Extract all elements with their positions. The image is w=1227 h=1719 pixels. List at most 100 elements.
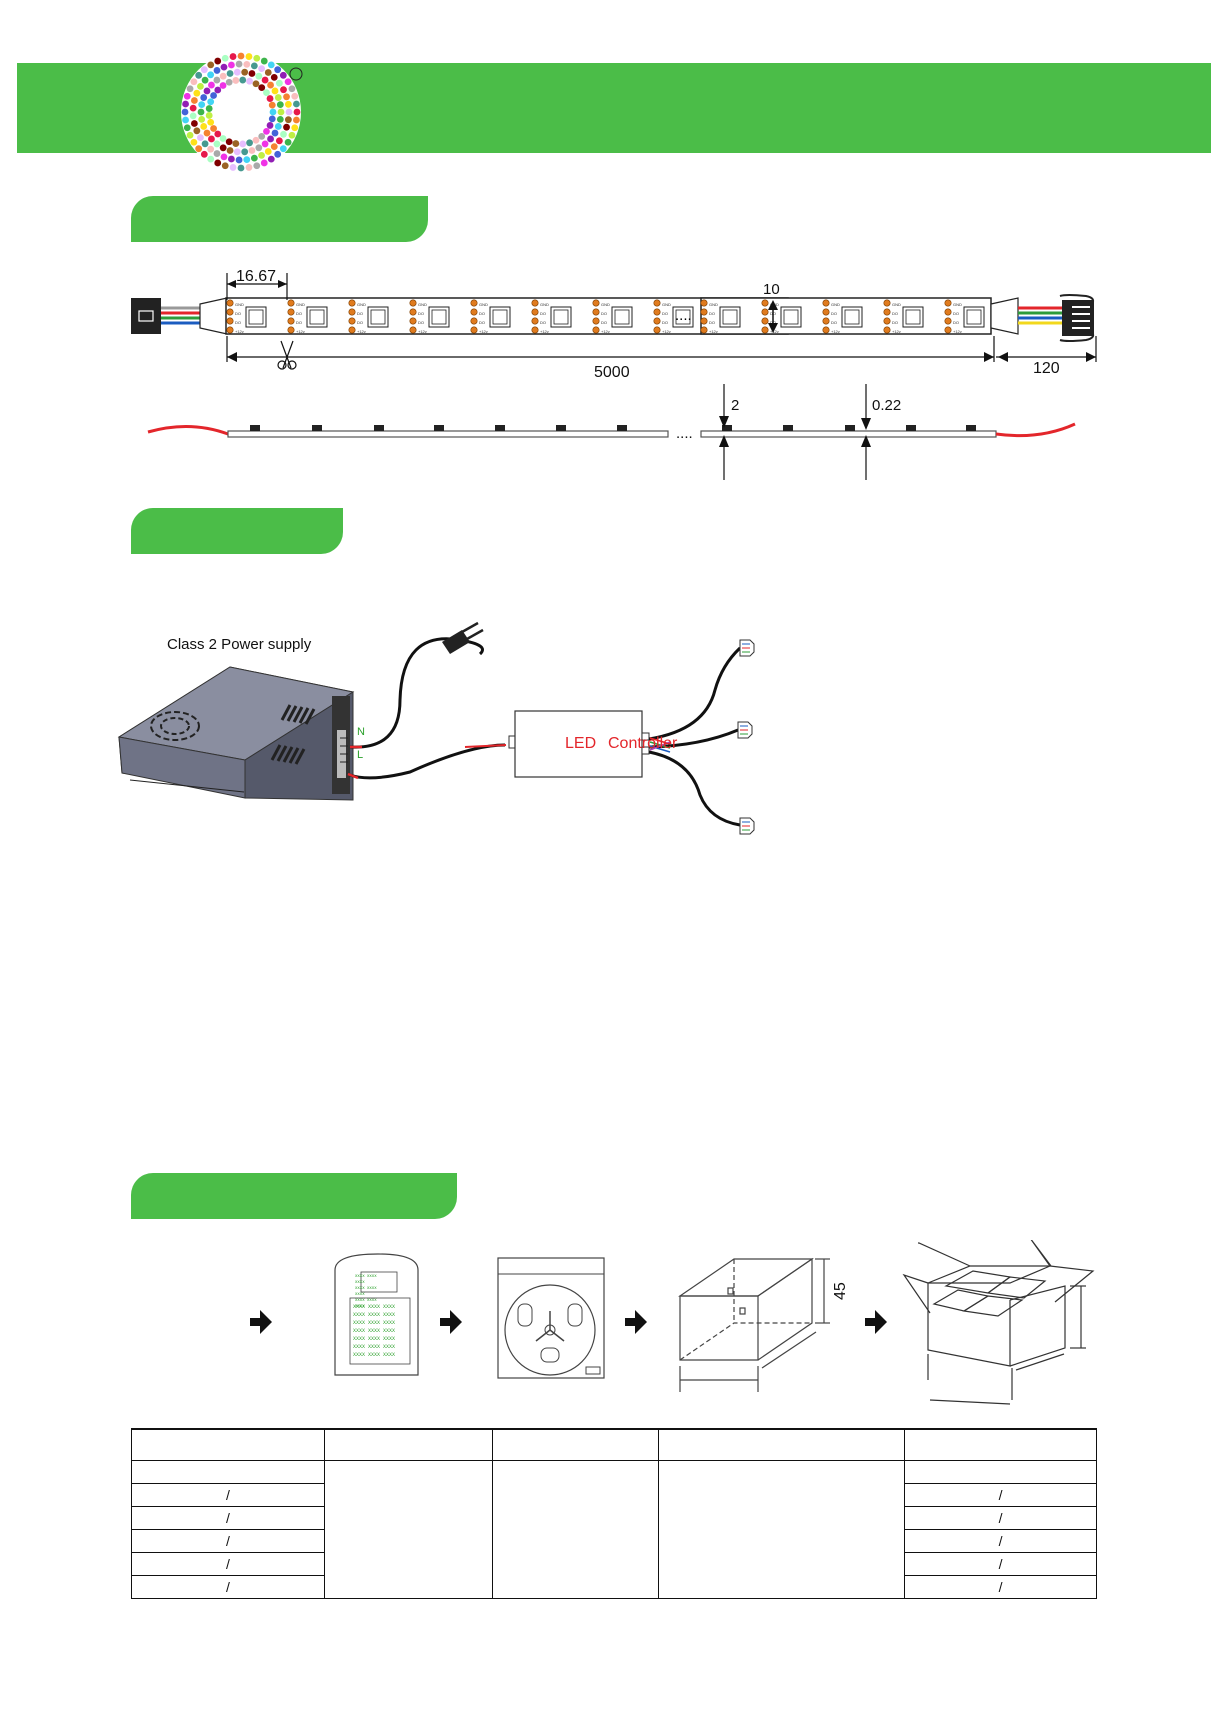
logo-dot <box>239 140 247 148</box>
solder-pad <box>761 326 769 334</box>
pad-label: GND <box>662 302 671 307</box>
pad-label: DO <box>709 311 715 316</box>
output-connector-3 <box>739 817 755 835</box>
logo-dot <box>266 122 274 129</box>
logo-dot <box>235 60 243 68</box>
logo-dot <box>253 54 261 62</box>
pad-label: +12v <box>953 329 962 334</box>
logo-dot <box>245 53 253 60</box>
logo-dot <box>201 76 209 84</box>
output-connector-2 <box>737 721 753 739</box>
logo-dot <box>213 76 221 84</box>
side-view-strip-right <box>700 430 997 438</box>
pad-label: GND <box>357 302 366 307</box>
table-row <box>131 1460 1097 1599</box>
logo-dot <box>183 92 191 100</box>
solder-pad <box>700 326 708 334</box>
logo-dot <box>203 129 211 137</box>
logo-dot <box>241 68 249 76</box>
logo-dot <box>193 89 201 97</box>
logo-dot <box>186 131 194 139</box>
logo-dot <box>263 127 270 135</box>
logo-dot <box>207 155 215 163</box>
solder-pad <box>653 299 661 307</box>
logo-dot <box>210 92 217 99</box>
side-view-chip <box>250 425 260 431</box>
power-supply-label: Class 2 Power supply <box>167 636 312 653</box>
logo-dot <box>182 116 189 124</box>
bag-label-line: XXXX XXXX XXXX <box>355 1287 377 1297</box>
terminal-l-label: L <box>357 749 364 761</box>
logo-dot <box>229 164 237 171</box>
table-header-row <box>131 1428 1097 1461</box>
logo-dot <box>279 71 287 79</box>
right-lead-wires <box>1018 306 1062 325</box>
logo-dot <box>207 61 215 69</box>
logo-dot <box>214 86 222 94</box>
scissors-icon <box>277 340 297 370</box>
logo-dot <box>267 135 274 143</box>
logo-dot <box>284 100 292 108</box>
logo-dot <box>213 140 221 148</box>
controller-name-label: Controller <box>608 735 678 752</box>
segment-length-label: 16.67 <box>236 268 277 285</box>
solder-pad <box>592 299 600 307</box>
pad-label: GND <box>235 302 244 307</box>
packing-bag <box>334 1253 419 1376</box>
side-view-strip-left <box>227 430 669 438</box>
pad-label: DO <box>662 320 668 325</box>
brand-logo <box>181 52 303 172</box>
solder-pad <box>409 317 417 325</box>
pad-label: DO <box>953 320 959 325</box>
logo-dot <box>213 67 221 74</box>
pad-label: +12v <box>418 329 427 334</box>
logo-dot <box>237 164 245 172</box>
logo-dot <box>213 150 221 157</box>
solder-pad <box>226 299 234 307</box>
table-header-cell <box>491 1428 660 1461</box>
solder-pad <box>531 299 539 307</box>
pad-label: +12v <box>540 329 549 334</box>
total-length-label: 5000 <box>594 364 630 381</box>
registered-mark-icon <box>289 67 303 81</box>
side-view-chip <box>617 425 627 431</box>
logo-dot <box>237 52 245 60</box>
solder-pad <box>470 317 478 325</box>
logo-dot <box>268 115 276 123</box>
table-cell: / <box>904 1506 1097 1530</box>
table-cell: / <box>904 1575 1097 1599</box>
pad-label: +12v <box>770 329 779 334</box>
pad-label: DO <box>296 320 302 325</box>
ac-plug-icon <box>442 621 484 654</box>
logo-dot <box>246 77 253 85</box>
logo-dot <box>225 138 233 146</box>
logo-dot <box>214 130 222 138</box>
logo-dot <box>252 136 260 144</box>
logo-dot <box>233 68 241 76</box>
side-view-lead-right <box>995 422 1076 438</box>
side-view-chip <box>312 425 322 431</box>
solder-pad <box>700 299 708 307</box>
table-row: / / <box>131 1529 1097 1553</box>
vent-slots-icon <box>270 704 316 765</box>
logo-dot <box>219 72 227 80</box>
logo-dot <box>225 78 233 86</box>
pad-label: GND <box>953 302 962 307</box>
logo-dot <box>195 145 203 153</box>
logo-dot <box>200 123 208 130</box>
solder-pad <box>470 308 478 316</box>
pad-label: DO <box>831 311 837 316</box>
logo-dot <box>284 78 292 86</box>
logo-dot <box>220 153 228 161</box>
bag-grid-line: XXXX XXXX XXXX <box>353 1304 396 1310</box>
logo-dot <box>258 132 266 140</box>
shipping-carton <box>902 1240 1095 1405</box>
logo-dot <box>271 129 279 137</box>
pcb-thickness-label: 0.22 <box>872 397 902 414</box>
solder-pad <box>531 317 539 325</box>
solder-pad <box>822 317 830 325</box>
left-connector-plug <box>131 298 161 334</box>
solder-pad <box>226 317 234 325</box>
logo-dot <box>261 140 269 148</box>
logo-dot <box>205 112 213 119</box>
